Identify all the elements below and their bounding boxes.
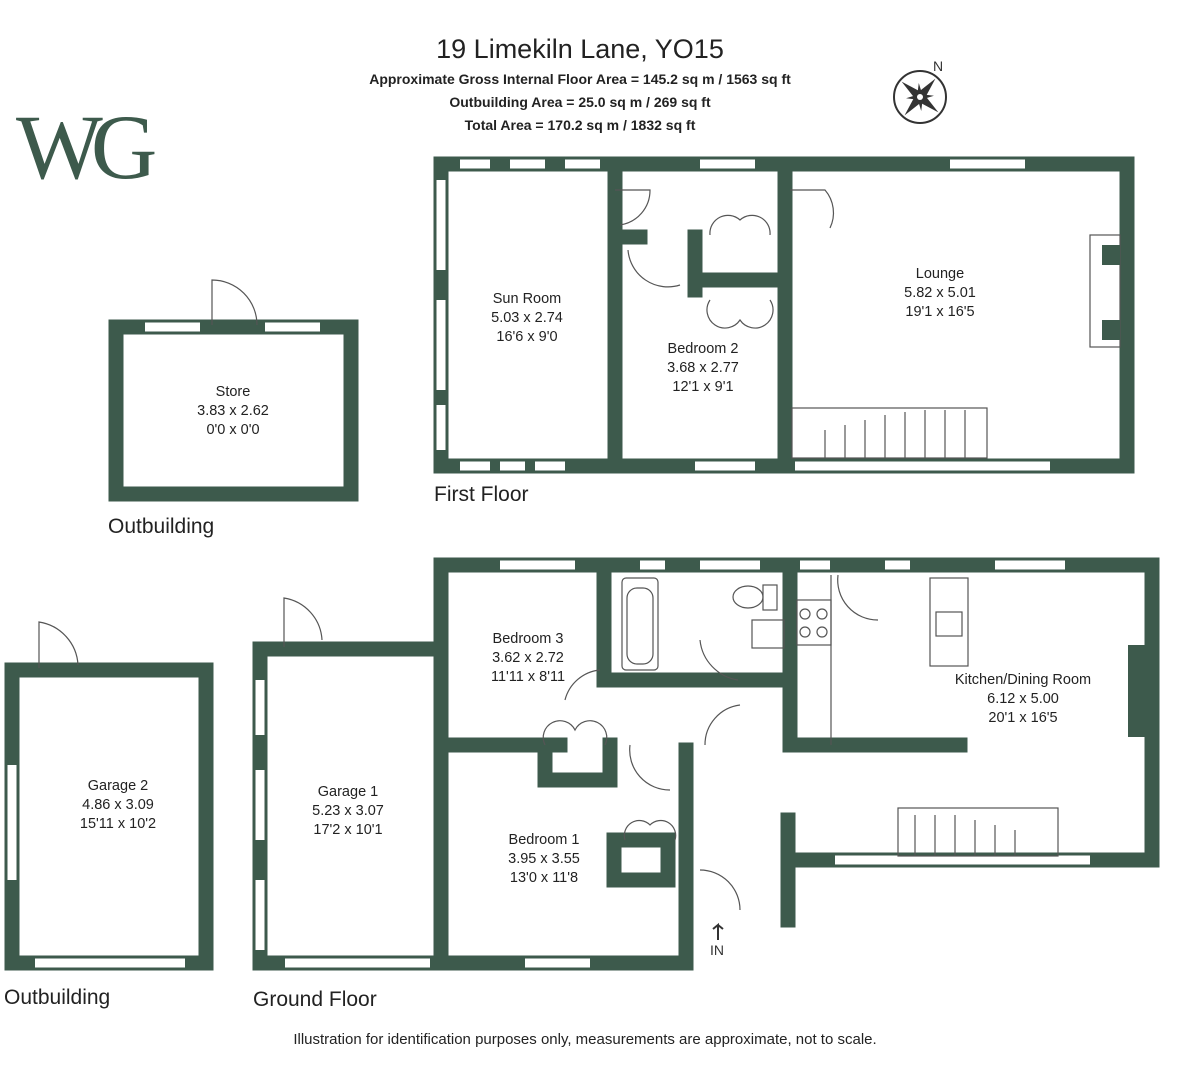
- total-area-text: Total Area = 170.2 sq m / 1832 sq ft: [464, 117, 696, 133]
- gross-area-text: Approximate Gross Internal Floor Area = …: [369, 71, 791, 87]
- fireplace-icon: [1089, 234, 1121, 348]
- room-garage-1: Garage 1 5.23 x 3.07 17'2 x 10'1: [312, 783, 384, 840]
- toilet-icon: [732, 585, 764, 609]
- room-metric: 3.68 x 2.77: [667, 360, 739, 376]
- room-metric: 3.62 x 2.72: [492, 650, 564, 666]
- room-metric: 5.23 x 3.07: [312, 803, 384, 819]
- room-lounge: Lounge 5.82 x 5.01 19'1 x 16'5: [904, 265, 976, 322]
- room-metric: 5.82 x 5.01: [904, 285, 976, 301]
- room-bedroom-2: Bedroom 2 3.68 x 2.77 12'1 x 9'1: [667, 340, 739, 397]
- room-imperial: 16'6 x 9'0: [496, 329, 558, 345]
- room-imperial: 17'2 x 10'1: [313, 822, 383, 838]
- floor-label-outbuilding-garage: Outbuilding: [4, 986, 111, 1009]
- room-metric: 4.86 x 3.09: [82, 797, 154, 813]
- doors: [38, 189, 879, 911]
- room-name: Store: [215, 384, 251, 400]
- compass-icon: N: [893, 58, 947, 124]
- logo: WG: [16, 96, 167, 198]
- room-imperial: 20'1 x 16'5: [988, 710, 1058, 726]
- room-bedroom-1: Bedroom 1 3.95 x 3.55 13'0 x 11'8: [508, 831, 580, 888]
- room-metric: 3.95 x 3.55: [508, 851, 580, 867]
- floor-label-ground: Ground Floor: [253, 988, 377, 1011]
- room-name: Bedroom 1: [508, 832, 580, 848]
- room-metric: 5.03 x 2.74: [491, 310, 563, 326]
- room-name: Sun Room: [492, 291, 562, 307]
- room-kitchen-dining: Kitchen/Dining Room 6.12 x 5.00 20'1 x 1…: [955, 671, 1091, 728]
- room-name: Lounge: [915, 266, 965, 282]
- room-imperial: 11'11 x 8'11: [490, 669, 566, 685]
- room-name: Kitchen/Dining Room: [954, 672, 1092, 688]
- outbuilding-area-text: Outbuilding Area = 25.0 sq m / 269 sq ft: [449, 94, 711, 110]
- room-imperial: 19'1 x 16'5: [905, 304, 975, 320]
- windows: [7, 159, 1090, 968]
- room-name: Bedroom 2: [667, 341, 739, 357]
- walls: [4, 156, 1160, 971]
- compass-north-label: N: [933, 58, 943, 74]
- room-imperial: 13'0 x 11'8: [509, 870, 579, 886]
- room-garage-2: Garage 2 4.86 x 3.09 15'11 x 10'2: [80, 777, 156, 834]
- entrance-arrow-icon: IN: [710, 922, 724, 958]
- room-bedroom-3: Bedroom 3 3.62 x 2.72 11'11 x 8'11: [491, 630, 565, 687]
- disclaimer-text: Illustration for identification purposes…: [293, 1031, 877, 1048]
- floor-label-outbuilding-store: Outbuilding: [108, 515, 215, 538]
- room-name: Garage 1: [317, 784, 379, 800]
- basin-icon: [751, 619, 785, 649]
- bath-icon: [621, 577, 659, 671]
- room-sun-room: Sun Room 5.03 x 2.74 16'6 x 9'0: [491, 290, 563, 347]
- fixtures: [621, 234, 1146, 745]
- room-imperial: 15'11 x 10'2: [79, 816, 157, 832]
- room-imperial: 0'0 x 0'0: [206, 422, 260, 438]
- room-imperial: 12'1 x 9'1: [672, 379, 734, 395]
- room-store: Store 3.83 x 2.62 0'0 x 0'0: [197, 383, 269, 440]
- plan-title: 19 Limekiln Lane, YO15: [436, 34, 724, 64]
- room-name: Bedroom 3: [492, 631, 564, 647]
- logo-text: WG: [16, 96, 155, 198]
- kitchen-sink-icon: [929, 577, 969, 667]
- entrance-label: IN: [710, 942, 724, 958]
- room-metric: 3.83 x 2.62: [197, 403, 269, 419]
- room-metric: 6.12 x 5.00: [987, 691, 1059, 707]
- hob-icon: [796, 599, 832, 646]
- stairs: [791, 407, 1059, 857]
- floor-label-first: First Floor: [434, 483, 529, 506]
- room-name: Garage 2: [87, 778, 149, 794]
